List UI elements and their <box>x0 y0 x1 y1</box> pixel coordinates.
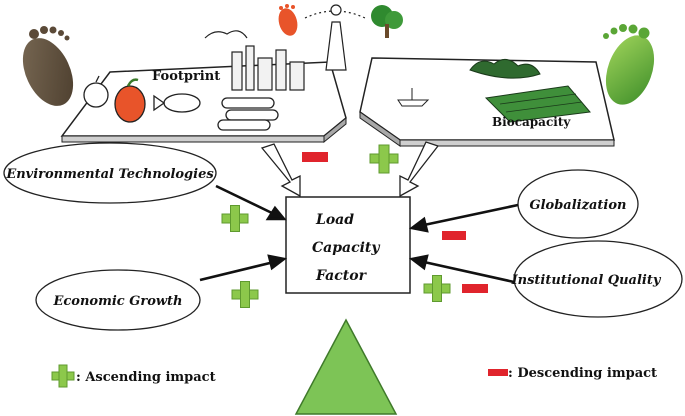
green-triangle <box>294 318 398 415</box>
institutional-quality-plus-sign <box>423 275 451 302</box>
economic-growth-plus-sign <box>231 281 259 308</box>
footprint-small-icon <box>278 4 298 36</box>
arrow-institutional-quality-to-box <box>408 254 515 284</box>
institutional-quality-label: Institutional Quality <box>511 273 662 288</box>
environmental-technologies-label: Environmental Technologies <box>5 167 214 182</box>
footprint-label: Footprint <box>152 69 220 84</box>
green-footprint-icon <box>603 24 655 105</box>
arrow-env-tech-to-box <box>215 184 287 221</box>
institutional-quality-node: Institutional Quality <box>511 240 683 318</box>
pepper-icon <box>114 78 146 123</box>
globalization-node: Globalization <box>517 169 639 239</box>
footprint-hollow-arrow <box>260 143 301 198</box>
legend-ascending-label: : Ascending impact <box>76 370 216 385</box>
city-buildings-icon <box>204 30 305 91</box>
environmental-technologies-node: Environmental Technologies <box>3 142 217 204</box>
arrow-globalization-to-box <box>408 203 519 233</box>
biocapacity-label: Biocapacity <box>492 115 571 129</box>
env-tech-plus-sign <box>221 205 249 232</box>
box-line-1: Load <box>315 212 354 228</box>
box-line-2: Capacity <box>312 240 380 256</box>
legend-descending-label: : Descending impact <box>508 366 657 381</box>
biocapacity-plus-sign <box>369 144 399 174</box>
economic-growth-node: Economic Growth <box>35 269 201 331</box>
scale-balance-icon <box>304 4 366 71</box>
globalization-label: Globalization <box>530 198 627 213</box>
fish-icon <box>153 93 201 113</box>
legend-ascending: : Ascending impact <box>51 364 216 388</box>
legend-descending: : Descending impact <box>488 366 657 381</box>
institutional-quality-minus-sign <box>462 284 488 293</box>
boat-icon <box>397 88 430 107</box>
brown-footprint-icon <box>22 26 74 106</box>
globalization-minus-sign <box>442 231 466 240</box>
tree-icon <box>371 5 403 38</box>
forest-icon <box>469 59 591 123</box>
arrow-economic-growth-to-box <box>199 254 288 282</box>
biocapacity-hollow-arrow <box>399 141 440 198</box>
economic-growth-label: Economic Growth <box>52 294 182 309</box>
apple-icon <box>83 75 109 108</box>
load-capacity-factor-box: Load Capacity Factor <box>285 196 411 294</box>
logs-icon <box>217 97 279 131</box>
footprint-minus-sign <box>302 152 328 162</box>
box-line-3: Factor <box>315 268 368 284</box>
